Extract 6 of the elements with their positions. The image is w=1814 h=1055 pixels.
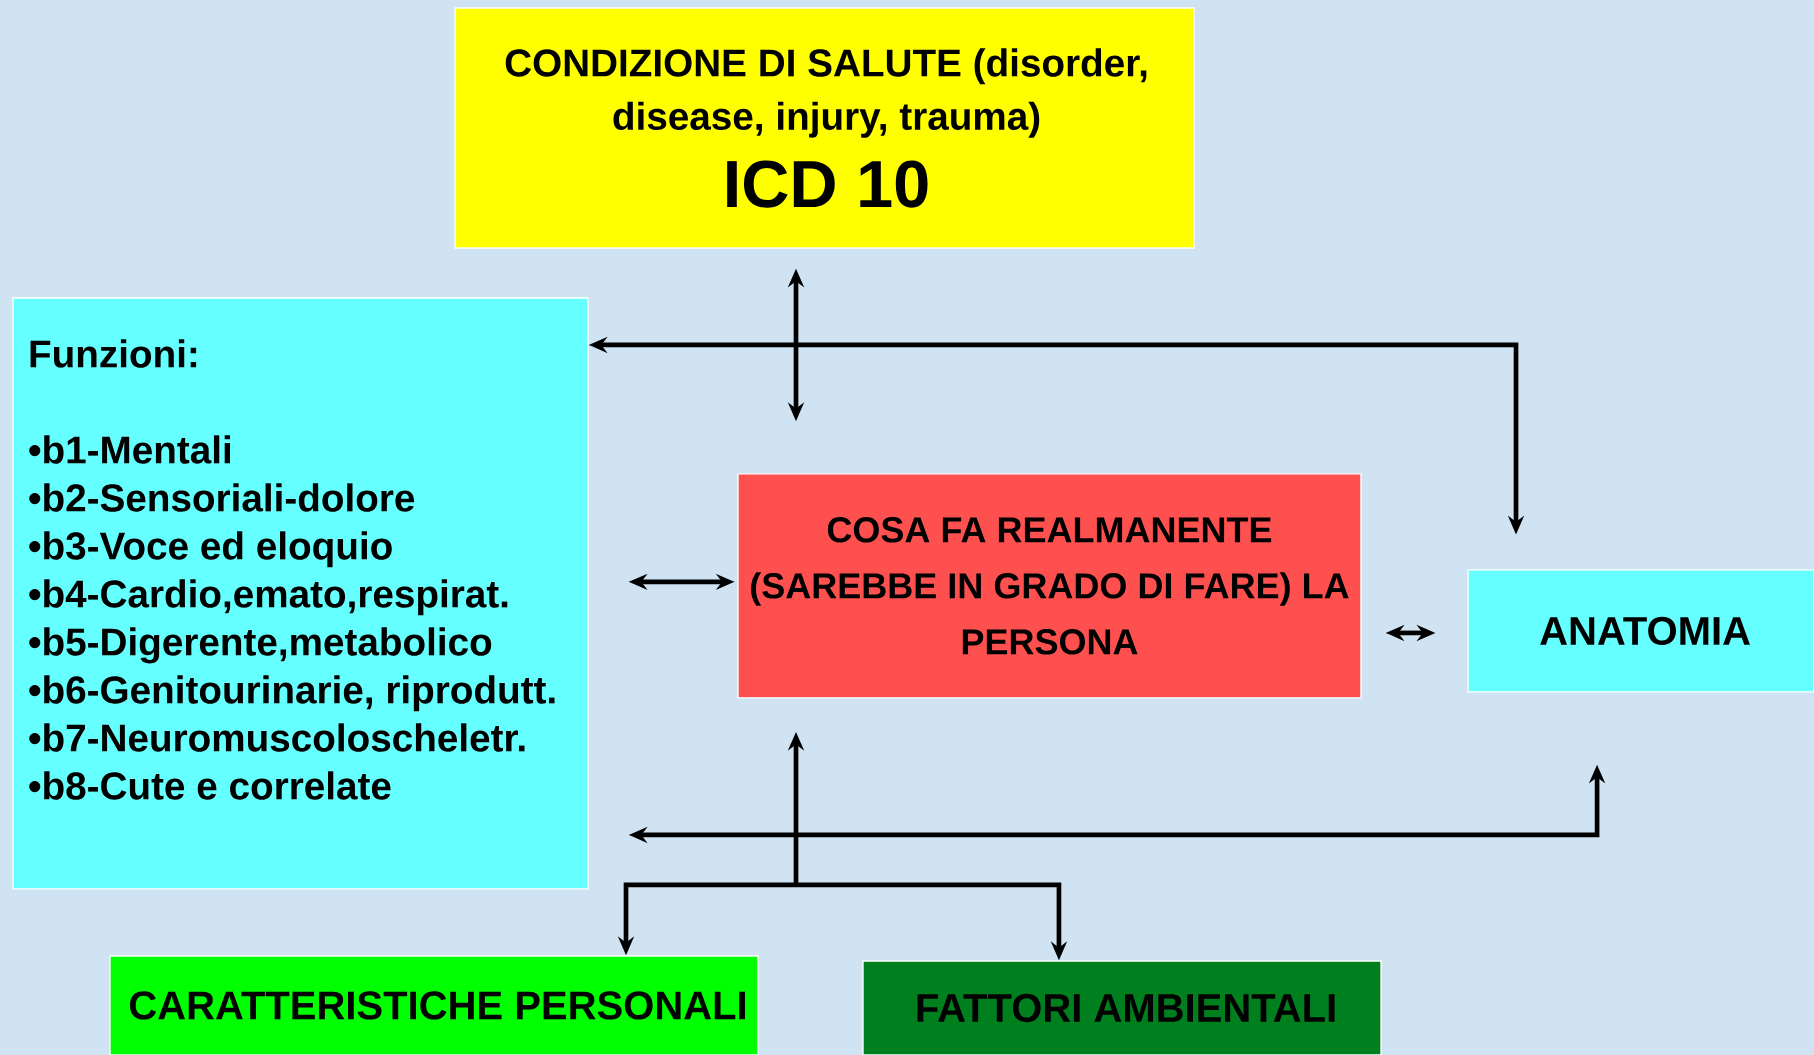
process-box: COSA FA REALMANENTE (SAREBBE IN GRADO DI FARE) LA PERSONA xyxy=(737,473,1362,699)
label-box: CARATTERISTICHE PERSONALI xyxy=(109,955,759,1055)
heading-box: CONDIZIONE DI SALUTE (disorder, disease, injury, trauma) ICD 10 xyxy=(454,7,1195,249)
label-box: FATTORI AMBIENTALI xyxy=(862,960,1382,1055)
label-box: ANATOMIA xyxy=(1467,569,1814,693)
list-box: Funzioni: •b1-Mentali •b2-Sensoriali-dolore •b3-Voce ed eloquio •b4-Cardio,emato,respirat. •b5-Digerente,metabolico •b6-Genitourinarie, riprodutt. •b7-Neuromuscoloscheletr. •b8-Cute e correlate xyxy=(12,297,589,890)
